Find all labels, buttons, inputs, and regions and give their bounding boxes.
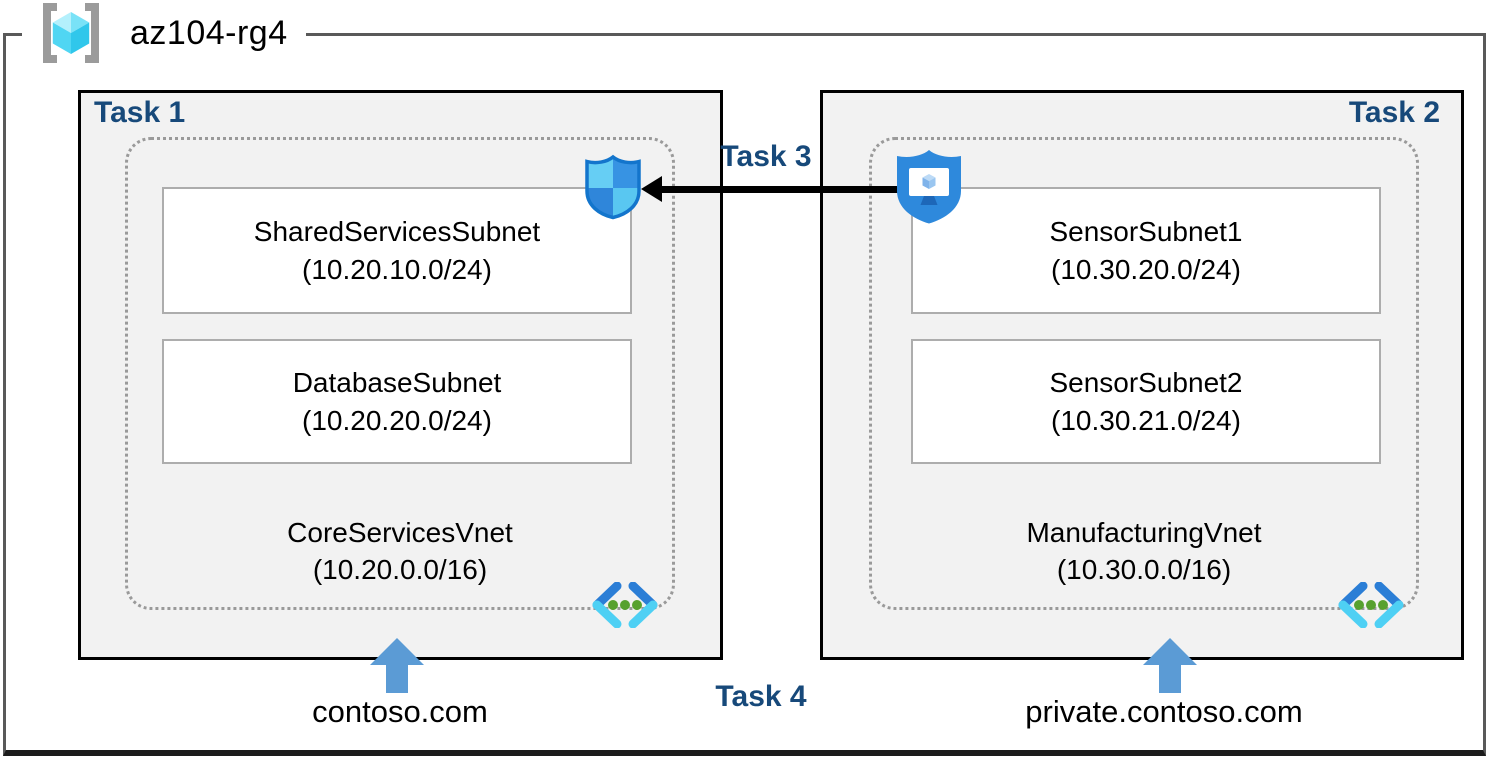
- dns-zone-label: private.contoso.com: [1025, 694, 1303, 729]
- bastion-shield-monitor-icon: [897, 150, 961, 224]
- core-services-vnet-boundary: [125, 137, 675, 610]
- up-arrow-head: [1143, 638, 1197, 665]
- resource-group-icon: [43, 3, 99, 63]
- up-arrow-stem: [386, 665, 408, 693]
- dns-zone-label: contoso.com: [312, 694, 488, 729]
- subnet-name: SharedServicesSubnet: [253, 216, 541, 248]
- up-arrow-icon: [1143, 638, 1197, 693]
- vnet-cidr: (10.20.0.0/16): [312, 554, 488, 586]
- peering-arrow-line: [660, 186, 900, 193]
- task3-label: Task 3: [720, 140, 812, 173]
- vnet-name: ManufacturingVnet: [1026, 517, 1262, 548]
- up-arrow-stem: [1159, 665, 1181, 693]
- resource-group-legend: az104-rg4: [22, 0, 306, 66]
- subnet-cidr: (10.30.21.0/24): [1051, 404, 1241, 436]
- subnet-name: SensorSubnet2: [1049, 367, 1243, 399]
- resource-group-name: az104-rg4: [130, 13, 288, 52]
- subnet-box-sensor1: SensorSubnet1 (10.30.20.0/24): [911, 187, 1381, 314]
- subnet-cidr: (10.30.20.0/24): [1051, 253, 1241, 285]
- network-security-group-shield-icon: [585, 154, 641, 220]
- vnet-cidr: (10.30.0.0/16): [1056, 554, 1232, 586]
- task2-label: Task 2: [1348, 96, 1440, 129]
- subnet-name: SensorSubnet1: [1049, 216, 1243, 248]
- manufacturing-vnet-label: ManufacturingVnet (10.30.0.0/16): [869, 514, 1419, 588]
- up-arrow-head: [370, 638, 424, 665]
- task4-label: Task 4: [715, 680, 807, 713]
- manufacturing-vnet-boundary: [869, 137, 1419, 610]
- subnet-box-sensor2: SensorSubnet2 (10.30.21.0/24): [911, 339, 1381, 464]
- subnet-cidr: (10.20.10.0/24): [302, 253, 492, 285]
- subnet-name: DatabaseSubnet: [292, 367, 502, 399]
- resource-group-frame: [3, 33, 1486, 756]
- vnet-name: CoreServicesVnet: [287, 517, 513, 548]
- peering-arrow-head-icon: [641, 176, 662, 202]
- virtual-network-icon: [592, 582, 658, 628]
- subnet-cidr: (10.20.20.0/24): [302, 404, 492, 436]
- up-arrow-icon: [370, 638, 424, 693]
- virtual-network-icon: [1338, 582, 1404, 628]
- subnet-box-shared-services: SharedServicesSubnet (10.20.10.0/24): [162, 187, 632, 314]
- subnet-box-database: DatabaseSubnet (10.20.20.0/24): [162, 339, 632, 464]
- core-services-vnet-label: CoreServicesVnet (10.20.0.0/16): [125, 514, 675, 588]
- task1-label: Task 1: [94, 96, 186, 129]
